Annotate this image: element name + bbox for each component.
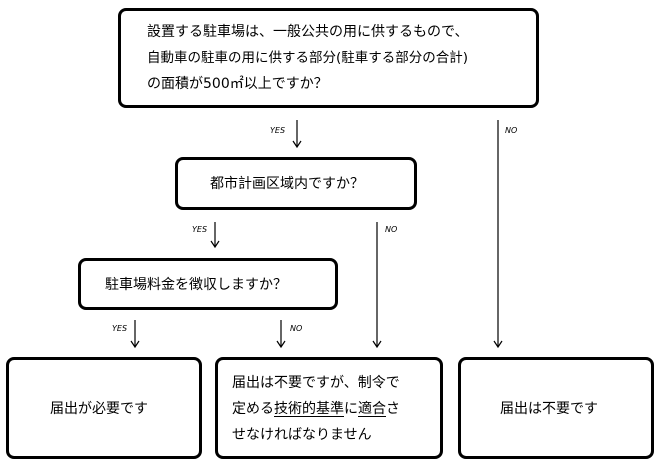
result-2-line-3: せなければなりません [232,427,372,443]
arrowhead-q3-yes [130,340,140,349]
label-yes-q2: YES [192,225,208,234]
label-no-q1: NO [505,126,518,135]
arrowhead-q1-yes [292,140,302,149]
question-1-line-3: の面積が500㎡以上ですか？ [147,76,328,92]
arrowhead-q2-yes [210,240,220,249]
question-box-parking-area: 設置する駐車場は、一般公共の用に供するもので、 自動車の駐車の用に供する部分(駐… [118,8,539,108]
question-1-line-1: 設置する駐車場は、一般公共の用に供するもので、 [147,24,469,40]
conformity-term: 適合 [358,401,386,417]
result-2-line-2-suffix: さ [386,401,400,417]
result-2-line-1: 届出は不要ですが、制令で [232,375,400,391]
question-box-city-planning-area: 都市計画区域内ですか？ [175,157,417,210]
technical-standard-term: 技術的基準 [274,401,344,417]
result-2-line-2-particle: に [344,401,358,417]
question-2-text: 都市計画区域内ですか？ [210,176,364,192]
question-box-parking-fee: 駐車場料金を徴収しますか？ [78,258,338,310]
result-box-notification-required: 届出が必要です [6,357,202,459]
result-2-line-2-prefix: 定める [232,401,274,417]
result-box-notification-not-required: 届出は不要です [458,357,654,459]
arrowhead-q2-no [372,340,382,349]
result-box-technical-standards: 届出は不要ですが、制令で 定める技術的基準に適合さ せなければなりません [215,357,443,459]
arrowhead-q3-no [276,340,286,349]
result-2-line-2: 定める技術的基準に適合さ [232,398,400,420]
result-1-text: 届出が必要です [50,401,148,417]
label-no-q3: NO [290,324,303,333]
result-3-text: 届出は不要です [500,401,598,417]
arrowhead-q1-no [493,340,503,349]
label-yes-q1: YES [270,126,286,135]
question-1-line-2: 自動車の駐車の用に供する部分(駐車する部分の合計) [147,50,469,66]
label-no-q2: NO [385,225,398,234]
question-3-text: 駐車場料金を徴収しますか？ [105,277,287,293]
label-yes-q3: YES [112,324,128,333]
